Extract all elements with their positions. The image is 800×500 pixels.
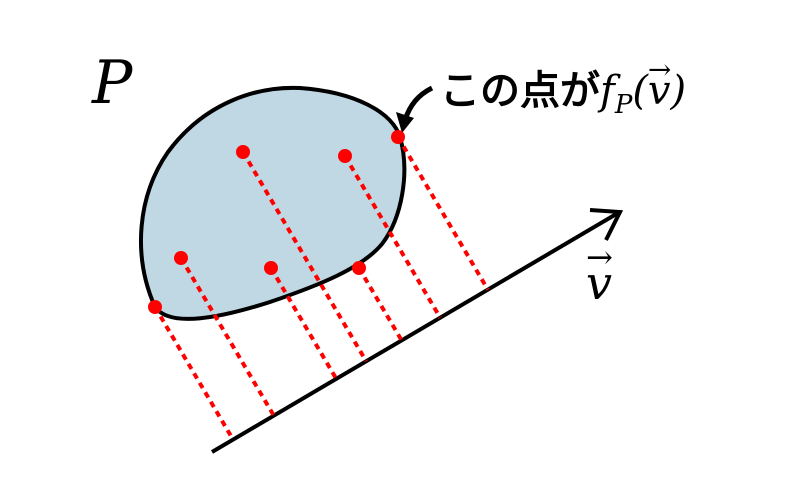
paren-close: ) <box>670 68 687 114</box>
callout-text: この点が <box>440 68 600 114</box>
polygon-label: P <box>92 48 133 118</box>
sample-point <box>264 261 278 275</box>
sample-point <box>352 261 366 275</box>
projection-line <box>357 266 404 342</box>
vector-symbol: v <box>586 238 612 310</box>
arrowhead-icon <box>589 208 624 241</box>
projection-line <box>153 305 235 441</box>
callout-func: f <box>600 68 615 114</box>
callout-label: この点がfP(v) <box>440 53 687 120</box>
callout-arrow <box>402 85 434 121</box>
sample-point <box>338 149 352 163</box>
projection-line <box>241 150 368 363</box>
sample-point <box>391 130 405 144</box>
sample-point <box>174 251 188 265</box>
sample-point <box>236 145 250 159</box>
callout-arrowhead-icon <box>396 112 414 133</box>
projection-line <box>396 135 490 291</box>
vector-label: v <box>586 238 612 310</box>
projection-line <box>179 256 276 417</box>
projection-line <box>343 154 442 319</box>
paren-open: ( <box>632 68 648 114</box>
vector-axis-line <box>210 211 620 454</box>
sample-point <box>148 300 162 314</box>
callout-arg: v <box>648 53 671 114</box>
callout-sub: P <box>614 90 633 120</box>
